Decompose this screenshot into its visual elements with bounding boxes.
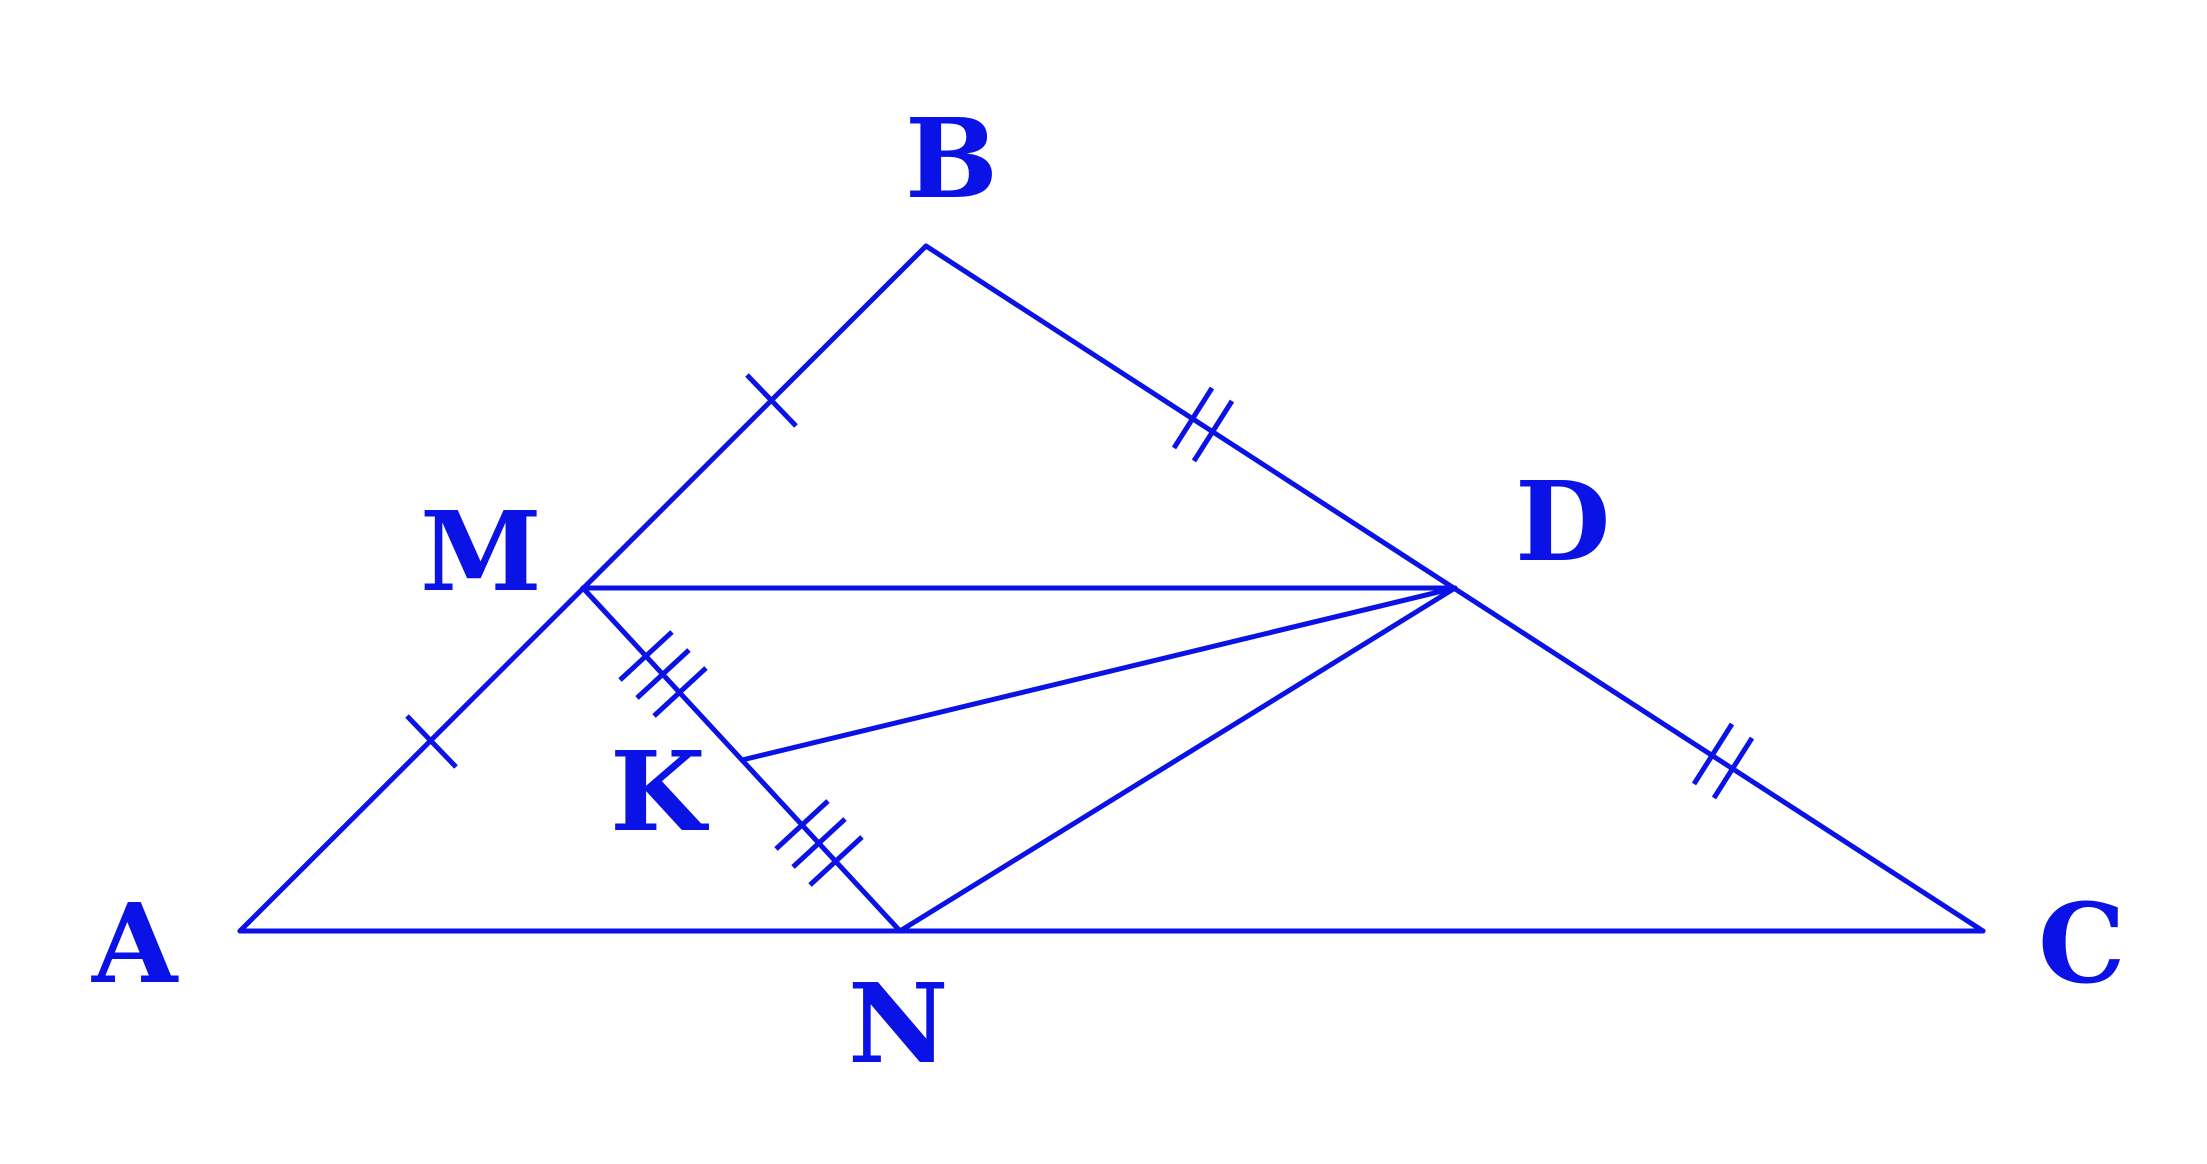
label-M: M	[420, 487, 542, 616]
tick-mark-single-AM	[405, 714, 458, 769]
tick-mark-single-MB	[745, 373, 798, 428]
tick-mark-double-BD	[1171, 386, 1235, 463]
segment-KD	[739, 585, 1458, 763]
label-B: B	[905, 94, 998, 223]
tick-mark-double-DC	[1691, 722, 1755, 800]
label-A: A	[91, 879, 179, 1008]
label-D: D	[1515, 457, 1610, 586]
tick-mark-triple-MK	[618, 630, 708, 718]
tick-mark-triple-KN	[774, 799, 864, 887]
label-K: K	[610, 727, 709, 856]
label-C: C	[2038, 879, 2126, 1008]
segment-ND	[897, 585, 1458, 934]
label-N: N	[848, 959, 949, 1088]
